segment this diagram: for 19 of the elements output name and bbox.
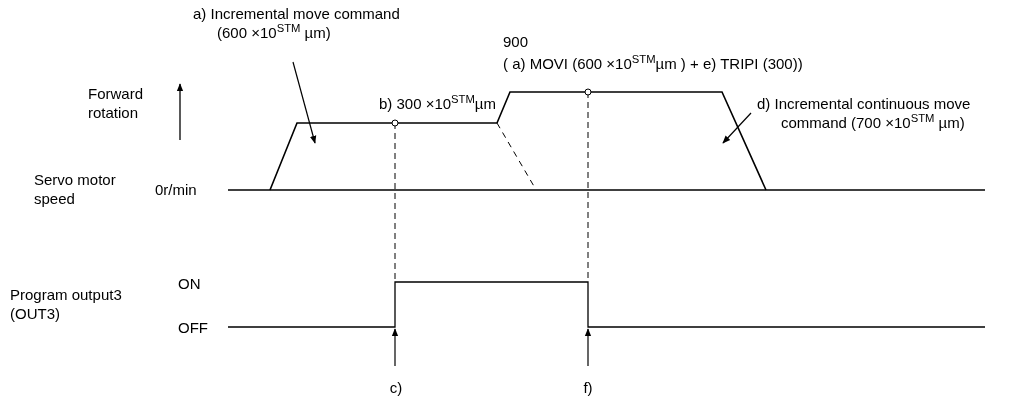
formula-label: ( a) MOVI (600 ×10$^{STM}$µm ) + e) TRIPI (300))	[503, 54, 804, 73]
speed-profile	[269, 122, 536, 191]
level-label: OFF	[178, 318, 209, 337]
annotation-text: c)	[384, 378, 408, 397]
distance-label: b) 300 ×10$^{STM}$µm	[377, 94, 496, 113]
leader-line	[722, 112, 752, 144]
annotation-text: d) Incremental continuous move command (700 ×10$^{STM}$ µm)	[757, 94, 1007, 132]
level-label: ON	[178, 274, 202, 293]
leader-line	[292, 61, 317, 144]
arrow	[584, 328, 592, 367]
annotation-text: a) Incremental move command (600 ×10$^{STM}$ µm)	[193, 4, 408, 42]
axis-label: Servo motor speed	[34, 170, 117, 208]
value-label: 900	[503, 32, 530, 51]
signal-label: Program output3 (OUT3)	[10, 285, 123, 323]
arrow	[391, 328, 399, 367]
annotation-text: f)	[576, 378, 600, 397]
output-waveform	[227, 281, 986, 328]
level-label: 0r/min	[155, 180, 198, 199]
axis-label: Forward rotation	[88, 84, 144, 122]
